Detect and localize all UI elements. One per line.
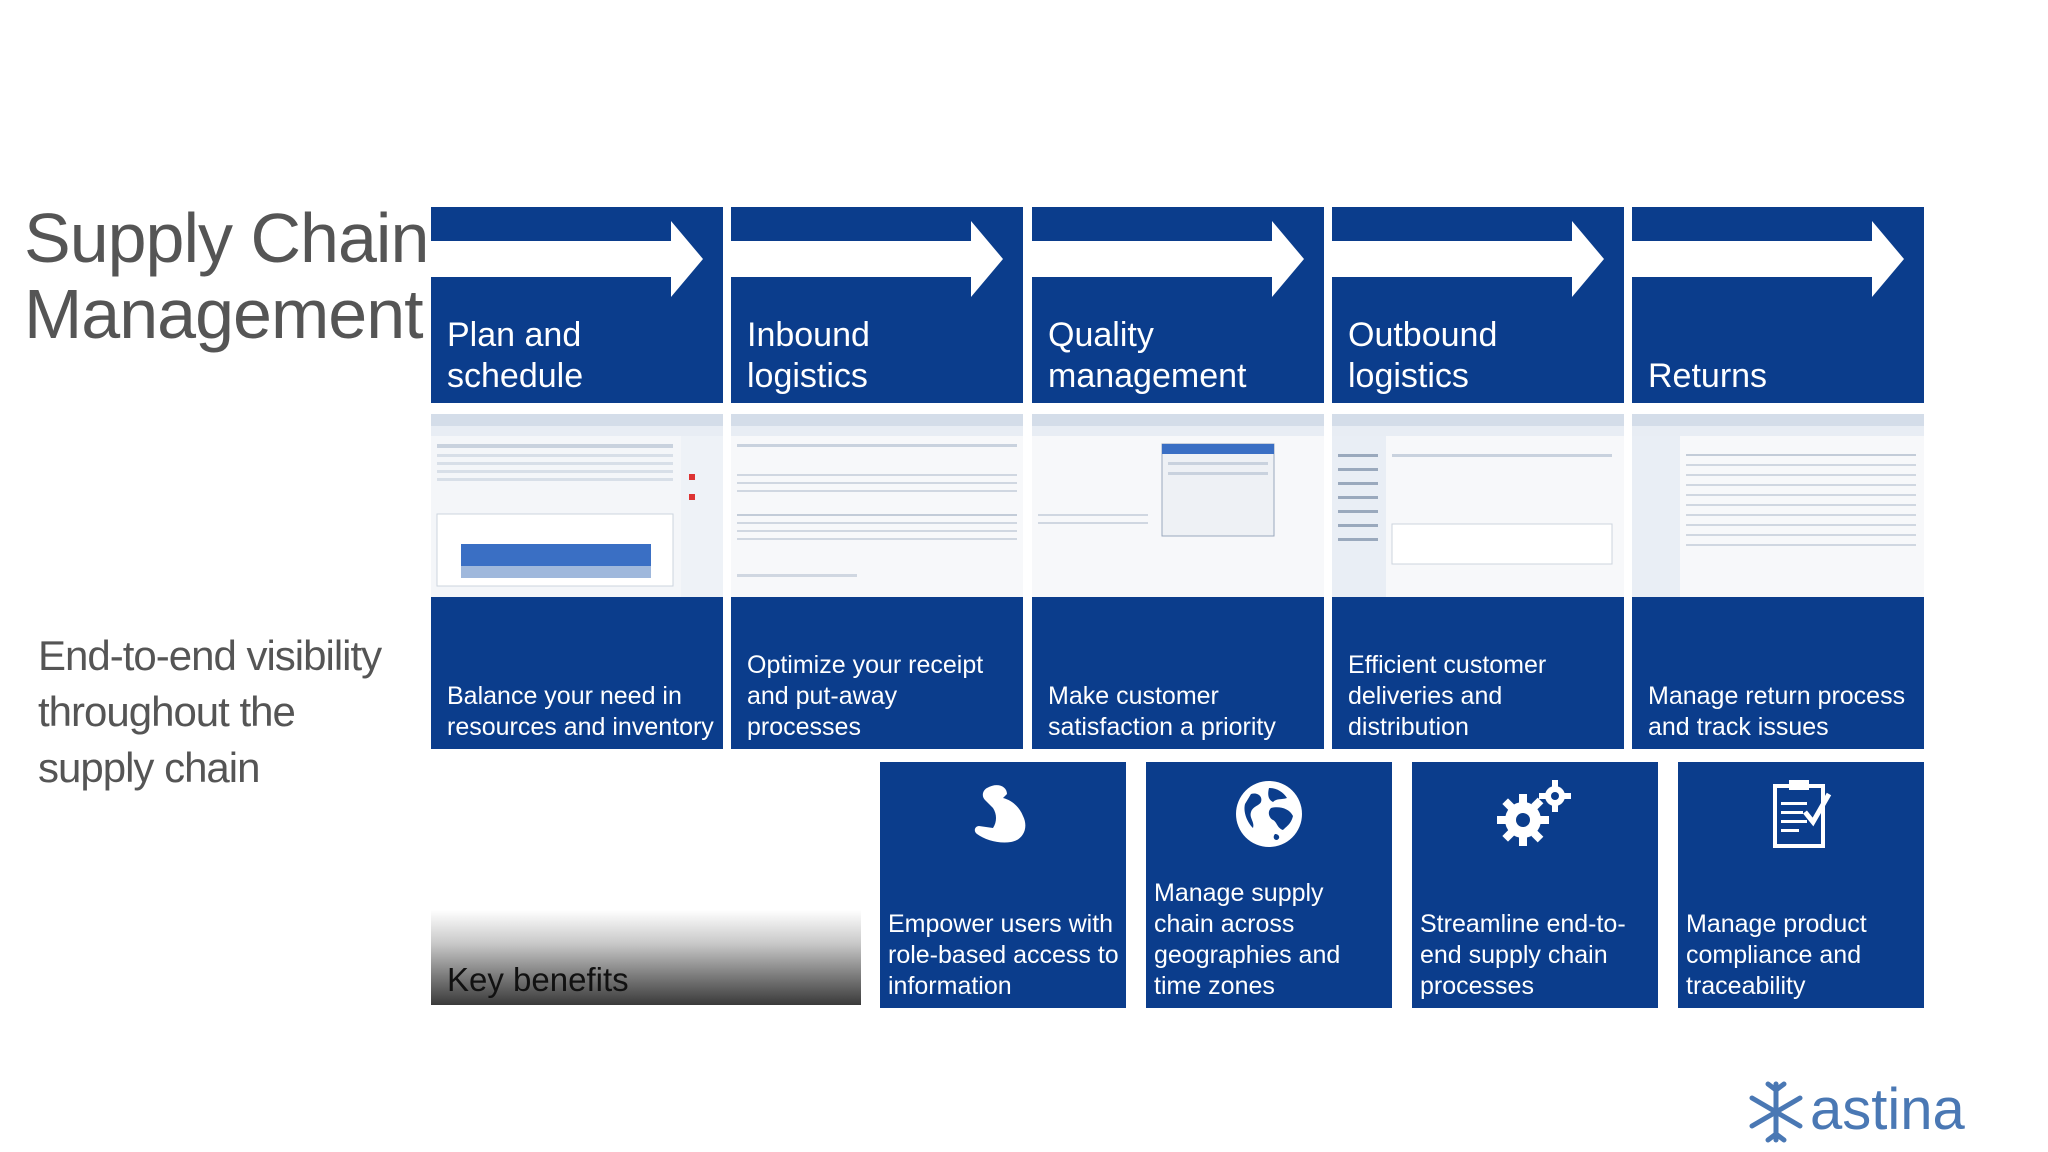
globe-icon bbox=[1236, 781, 1302, 847]
key-benefits-label: Key benefits bbox=[447, 961, 629, 998]
stage-description: Optimize your receipt and put-away proce… bbox=[731, 597, 1023, 749]
page-subtitle-line-3: supply chain bbox=[38, 744, 260, 791]
stage-description: Efficient customer deliveries and distri… bbox=[1332, 597, 1624, 749]
logo-wordmark: astina bbox=[1810, 1077, 1965, 1142]
arrow-right-icon bbox=[431, 221, 703, 297]
screenshot-thumbnail bbox=[431, 414, 723, 597]
page-subtitle-line-1: End-to-end visibility bbox=[38, 632, 382, 679]
arrow-right-icon bbox=[1332, 221, 1604, 297]
page-title-line-1: Supply Chain bbox=[24, 199, 429, 277]
stage-header: Returns bbox=[1632, 207, 1924, 403]
benefit-streamline: Streamline end-to-end supply chain proce… bbox=[1412, 762, 1658, 1008]
arrow-right-icon bbox=[1632, 221, 1904, 297]
benefit-geographies: Manage supply chain across geographies a… bbox=[1146, 762, 1392, 1008]
flexed-arm-icon bbox=[974, 785, 1026, 843]
screenshot-thumbnail bbox=[1632, 414, 1924, 597]
key-benefits-banner: Key benefits bbox=[431, 910, 861, 1005]
page-subtitle-line-2: throughout the bbox=[38, 688, 296, 735]
snowflake-icon bbox=[1749, 1081, 1803, 1143]
clipboard-check-icon bbox=[1773, 780, 1832, 848]
benefit-text: Manage product compliance and traceabili… bbox=[1686, 910, 1867, 1000]
screenshot-thumbnail bbox=[1032, 414, 1324, 597]
screenshot-thumbnail bbox=[1332, 414, 1624, 597]
stage-title: Returns bbox=[1648, 357, 1768, 395]
benefit-text: Empower users with role-based access to … bbox=[888, 910, 1119, 1000]
page-title-line-2: Management bbox=[24, 275, 424, 353]
stage-description: Make customer satisfaction a priority bbox=[1032, 597, 1324, 749]
arrow-right-icon bbox=[731, 221, 1003, 297]
benefit-compliance: Manage product compliance and traceabili… bbox=[1678, 762, 1924, 1008]
gears-icon bbox=[1497, 780, 1571, 846]
stage-description: Manage return process and track issues bbox=[1632, 597, 1924, 749]
benefit-text: Streamline end-to-end supply chain proce… bbox=[1420, 910, 1626, 1000]
arrow-right-icon bbox=[1032, 221, 1304, 297]
screenshot-thumbnail bbox=[731, 414, 1023, 597]
astina-logo: astina bbox=[1744, 1077, 1994, 1146]
benefit-text: Manage supply chain across geographies a… bbox=[1154, 879, 1341, 1000]
stage-description: Balance your need in resources and inven… bbox=[431, 597, 723, 749]
page-subtitle: End-to-end visibility throughout the sup… bbox=[38, 628, 382, 796]
page-title: Supply Chain Management bbox=[24, 199, 429, 353]
benefit-role-based-access: Empower users with role-based access to … bbox=[880, 762, 1126, 1008]
